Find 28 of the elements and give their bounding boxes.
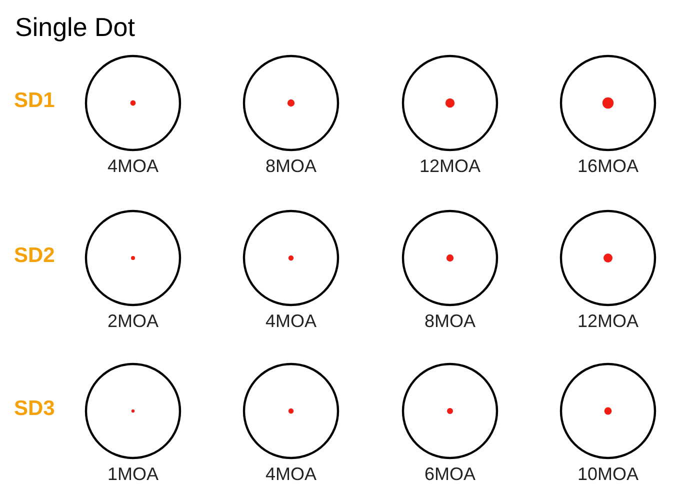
size-label: 8MOA (264, 156, 318, 177)
size-label: 10MOA (576, 464, 640, 485)
reticle-drawing (84, 209, 182, 307)
size-label: 12MOA (576, 311, 640, 332)
size-label: 6MOA (423, 464, 476, 485)
row-label: SD3 (14, 397, 55, 421)
reticle-drawing (242, 54, 340, 152)
size-label: 16MOA (576, 156, 640, 177)
reticle-drawing (559, 209, 657, 307)
reticle-drawing (401, 362, 499, 460)
reticle-drawing (559, 362, 657, 460)
size-label: 8MOA (423, 311, 476, 332)
reticle-drawing (242, 362, 340, 460)
size-label: 12MOA (418, 156, 482, 177)
size-label: 4MOA (264, 464, 318, 485)
reticle-drawing (84, 54, 182, 152)
reticle-drawing (84, 362, 182, 460)
size-label: 4MOA (106, 156, 160, 177)
reticle-drawing (242, 209, 340, 307)
reticle-drawing (559, 54, 657, 152)
size-label: 4MOA (264, 311, 318, 332)
size-label: 2MOA (106, 311, 160, 332)
reticle-drawing (401, 209, 499, 307)
row-label: SD2 (14, 244, 55, 268)
row-label: SD1 (14, 89, 55, 113)
reticle-drawing (401, 54, 499, 152)
title: Single Dot (15, 12, 135, 43)
size-label: 1MOA (106, 464, 160, 485)
